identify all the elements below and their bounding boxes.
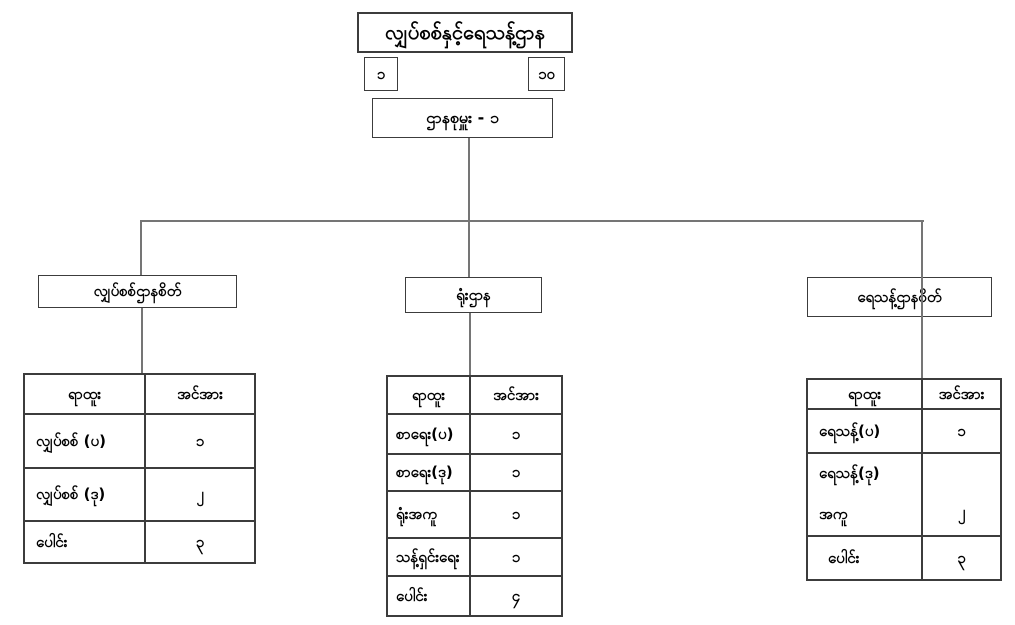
branch-box-electric: လျှပ်စစ်ဌာနစိတ် [38, 275, 237, 308]
strength-cell: ၁ [469, 539, 561, 575]
position-cell: ရေသန့်(ဒု) အကူ [808, 454, 921, 535]
strength-cell: ၁ [144, 415, 254, 467]
table-row-total: ပေါင်း ၃ [25, 520, 254, 562]
branch-box-water: ရေသန့်ဌာနစိတ် [807, 277, 992, 317]
position-cell: ပေါင်း [396, 586, 428, 605]
col-header-position: ရာထူး [411, 385, 446, 404]
chart-title-box: လျှပ်စစ်နှင့်ရေသန့်ဌာန [357, 12, 573, 53]
table-row: ရေသန့်(ပ) ၁ [808, 408, 1000, 452]
strength-cell: ၃ [144, 522, 254, 562]
table-row: စာရေး(ဒု) ၁ [388, 453, 561, 490]
strength-cell: ၁ [921, 410, 1000, 452]
connector-drop-left [140, 220, 142, 276]
strength-cell: ၂ [144, 469, 254, 520]
water-staff-table: ရာထူး အင်အား ရေသန့်(ပ) ၁ ရေသန့်(ဒု) အကူ … [806, 378, 1002, 581]
table-row-total: ပေါင်း ၃ [808, 535, 1000, 579]
table-row: ရေသန့်(ဒု) အကူ ၂ [808, 452, 1000, 535]
count-box-left: ၁ [364, 57, 398, 91]
position-cell: စာရေး(ဒု) [396, 463, 453, 482]
strength-cell: ၁ [469, 492, 561, 537]
connector-supervisor-down [468, 138, 470, 222]
position-cell: လျှပ်စစ် (ပ) [36, 431, 106, 450]
col-header-strength: အင်အား [921, 380, 1000, 408]
position-cell: ပေါင်း [828, 548, 860, 567]
position-cell: သန့်ရှင်းရေး [396, 547, 460, 566]
position-line-2: အကူ [819, 504, 848, 523]
position-cell: ရုံးအကူ [396, 505, 437, 524]
office-staff-table: ရာထူး အင်အား စာရေး(ပ) ၁ စာရေး(ဒု) ၁ ရုံး… [386, 375, 563, 617]
strength-cell: ၃ [921, 537, 1000, 579]
strength-cell: ၂ [921, 454, 1000, 535]
connector-drop-right [921, 220, 923, 378]
strength-cell: ၁ [469, 415, 561, 453]
strength-cell: ၁ [469, 455, 561, 490]
table-row: စာရေး(ပ) ၁ [388, 413, 561, 453]
position-cell: စာရေး(ပ) [396, 424, 454, 443]
position-cell: ရေသန့်(ပ) [819, 421, 881, 440]
connector-drop-middle [468, 220, 470, 278]
table-row: လျှပ်စစ် (ပ) ၁ [25, 413, 254, 467]
branch-box-office: ရုံးဌာန [405, 277, 542, 313]
supervisor-box: ဌာနစုမှူး - ၁ [372, 98, 553, 138]
count-box-right: ၁၀ [528, 57, 565, 91]
col-header-position: ရာထူး [847, 384, 882, 403]
strength-cell: ၄ [469, 577, 561, 615]
connector-leftbox-to-table [141, 307, 143, 374]
position-cell: လျှပ်စစ် (ဒု) [36, 485, 106, 504]
col-header-strength: အင်အား [144, 375, 254, 413]
position-cell: ပေါင်း [36, 532, 68, 551]
col-header-position: ရာထူး [67, 384, 102, 403]
table-row-total: ပေါင်း ၄ [388, 575, 561, 615]
col-header-strength: အင်အား [469, 377, 561, 413]
connector-horizontal-main [140, 220, 924, 222]
position-line-1: ရေသန့်(ဒု) [819, 464, 880, 482]
table-header-row: ရာထူး အင်အား [808, 380, 1000, 408]
table-row: လျှပ်စစ် (ဒု) ၂ [25, 467, 254, 520]
table-header-row: ရာထူး အင်အား [25, 375, 254, 413]
table-header-row: ရာထူး အင်အား [388, 377, 561, 413]
electric-staff-table: ရာထူး အင်အား လျှပ်စစ် (ပ) ၁ လျှပ်စစ် (ဒု… [23, 373, 256, 564]
connector-midbox-to-table [469, 312, 471, 376]
table-row: ရုံးအကူ ၁ [388, 490, 561, 537]
table-row: သန့်ရှင်းရေး ၁ [388, 537, 561, 575]
